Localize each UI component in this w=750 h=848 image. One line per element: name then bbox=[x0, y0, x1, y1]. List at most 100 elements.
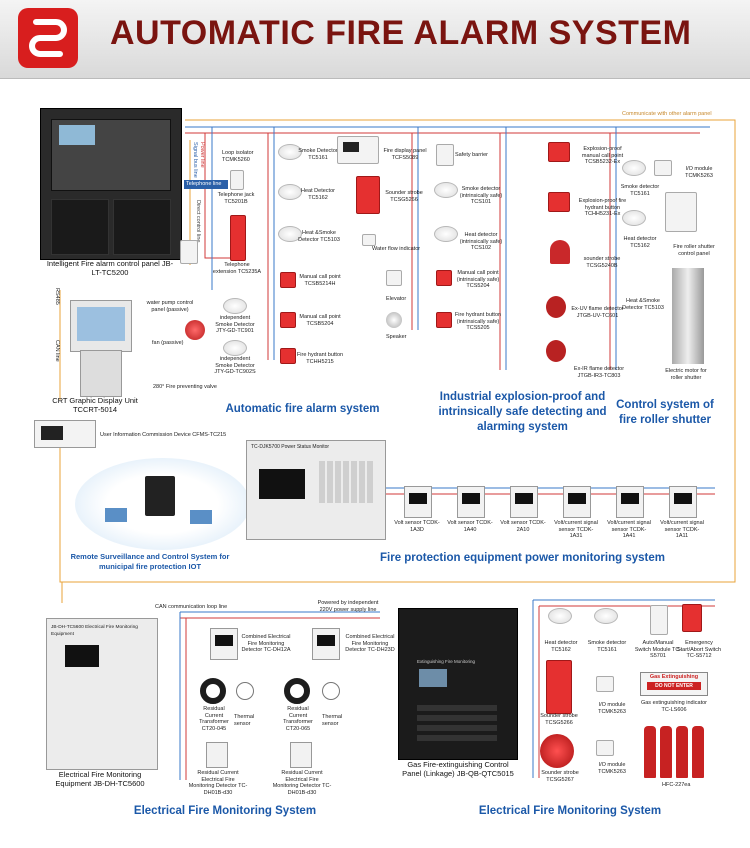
heat-detector-icon bbox=[278, 184, 302, 200]
fan-icon bbox=[185, 320, 205, 340]
auto-manual-label: Auto/Manual Switch Module TC-S5701 bbox=[634, 640, 682, 659]
hydrant1-label: Fire hydrant button TCHH5215 bbox=[296, 352, 344, 365]
power-monitor-screen-label: TC-DJK5700 Power Status Monitor bbox=[251, 444, 330, 450]
volt-sensor-6 bbox=[669, 486, 697, 518]
electrical-screen-label: JB-DH-TC5600 Electrical Fire Monitoring … bbox=[51, 625, 138, 637]
combined1-label: Combined Electrical Fire Monitoring Dete… bbox=[241, 634, 291, 653]
fan-label: fan (passive) bbox=[152, 340, 184, 346]
gas-indicator-sub: DO NOT ENTER bbox=[647, 682, 701, 690]
io2-label: I/O module TCMK5263 bbox=[598, 702, 626, 715]
water-flow-label: Water flow indicator bbox=[372, 246, 421, 252]
info-caption: User Information Commission Device CFMS-… bbox=[100, 432, 227, 438]
mcp-is-label: Manual call point (intrinsically safe) T… bbox=[456, 270, 500, 289]
powered-by-label: Powered by independent 220V power supply… bbox=[317, 600, 379, 613]
auto-manual-switch bbox=[650, 605, 668, 635]
page-title: AUTOMATIC FIRE ALARM SYSTEM bbox=[110, 14, 692, 52]
thermal-sensor-icon bbox=[322, 682, 340, 700]
volt-sensor-5 bbox=[616, 486, 644, 518]
gas-indicator-sign: Gas Extinguishing DO NOT ENTER bbox=[640, 672, 708, 696]
power-section-title: Fire protection equipment power monitori… bbox=[380, 552, 665, 564]
io3-label: I/O module TCMK5263 bbox=[598, 762, 626, 775]
rct2-label: Residual Current Transformer CT20-065 bbox=[283, 706, 313, 732]
telephone-ext-label: Telephone extension TC5235A bbox=[212, 262, 262, 275]
manual-call-point-icon bbox=[280, 312, 296, 328]
ir-flame-label: Ex-IR flame detector JTGB-IR3-TC803 bbox=[573, 366, 625, 379]
water-flow-icon bbox=[362, 234, 376, 246]
heat-is-label: Heat detector (intrinsically safe) TCS10… bbox=[459, 232, 503, 251]
volt-sensor-label: Volt/current signal sensor TCDK-1A31 bbox=[554, 520, 598, 539]
brand-logo-icon bbox=[18, 8, 78, 68]
volt-sensor-3 bbox=[510, 486, 538, 518]
smoke3-label: Smoke detector TC5161 bbox=[587, 640, 627, 653]
fire-display-panel bbox=[337, 136, 379, 164]
roller-section-title: Control system of fire roller shutter bbox=[616, 399, 714, 426]
rs485-label: RS485 bbox=[54, 288, 60, 305]
io-module bbox=[654, 160, 672, 176]
smoke-is-label: Smoke detector (intrinsically safe) TCS1… bbox=[459, 186, 503, 205]
safety-barrier-label: Safety barrier bbox=[455, 152, 489, 158]
valve-label: 280° Fire preventing valve bbox=[153, 384, 217, 390]
volt-sensor-label: Volt sensor TCDK-2A10 bbox=[500, 520, 546, 533]
heat2-label: Heat detector TC5162 bbox=[623, 236, 657, 249]
industrial-section-title: Industrial explosion-proof and intrinsic… bbox=[438, 391, 607, 433]
hydrant-button-icon bbox=[280, 348, 296, 364]
smoke2-label: Smoke detector TC5161 bbox=[620, 184, 660, 197]
crt-display bbox=[70, 300, 132, 352]
telephone-line-label: Telephone line bbox=[184, 180, 228, 189]
sounder-strobe-icon bbox=[356, 176, 380, 214]
info-device bbox=[34, 420, 96, 448]
signal-line-label: Signal bus line bbox=[192, 142, 198, 178]
ex-hydrant-label: Explosion-proof fire hydrant button TCHH… bbox=[578, 198, 627, 217]
server-icon bbox=[145, 476, 175, 516]
elec2-section-title: Electrical Fire Monitoring System bbox=[478, 805, 662, 817]
hydrant-button-icon bbox=[436, 312, 452, 328]
smoke-detector-icon bbox=[278, 144, 302, 160]
io1-label: I/O module TCMK5263 bbox=[685, 166, 713, 179]
remote-section-title: Remote Surveillance and Control System f… bbox=[70, 552, 230, 571]
ind-smoke2-label: independent Smoke Detector JTY-GD-TC902S bbox=[214, 356, 256, 375]
loop-isolator-label: Loop isolator TCMK5260 bbox=[222, 150, 254, 163]
thermal-sensor-icon bbox=[236, 682, 254, 700]
gas-indicator-text: Gas Extinguishing bbox=[649, 674, 699, 680]
rcd-detector-2 bbox=[290, 742, 312, 768]
rct1-label: Residual Current Transformer CT20-045 bbox=[199, 706, 229, 732]
uv-flame-detector-icon bbox=[546, 296, 566, 318]
laptop-icon bbox=[190, 510, 212, 524]
pump-panel-label: water pump control panel (passive) bbox=[146, 300, 194, 313]
elec1-section-title: Electrical Fire Monitoring System bbox=[133, 805, 317, 817]
laptop-icon bbox=[105, 508, 127, 522]
sounder-strobe-icon bbox=[546, 660, 572, 714]
hfc-label: HFC-227ea bbox=[662, 782, 691, 788]
shutter-panel-label: Fire roller shutter control panel bbox=[673, 244, 715, 257]
ex-hydrant-button-icon bbox=[548, 192, 570, 212]
direct-line-label: Direct control line bbox=[195, 200, 201, 243]
smoke-detector-icon bbox=[622, 160, 646, 176]
main-panel-caption: Intelligent Fire alarm control panel JB-… bbox=[46, 259, 174, 277]
telephone-jack-label: Telephone jack TC5201B bbox=[217, 192, 255, 205]
thermal1-label: Thermal sensor bbox=[234, 714, 255, 727]
gas-screen-label: Extinguishing Fire Monitoring bbox=[417, 659, 476, 664]
keypad bbox=[319, 461, 375, 503]
communicate-link-label: Communicate with other alarm panel bbox=[622, 111, 712, 117]
rcd1-label: Residual Current Electrical Fire Monitor… bbox=[188, 770, 248, 796]
speaker-icon bbox=[386, 312, 402, 328]
sounder1-label: Sounder strobe TCSG5266 bbox=[385, 190, 423, 203]
pump-control-panel bbox=[180, 240, 198, 264]
smoke-detector-icon bbox=[594, 608, 618, 624]
elevator-module bbox=[386, 270, 402, 286]
telephone-ext-device bbox=[230, 215, 246, 261]
safety-barrier bbox=[436, 144, 454, 166]
shutter-control-panel bbox=[665, 192, 697, 232]
manual-call-point-icon bbox=[436, 270, 452, 286]
ex-mcp-label: Explosion-proof manual call point TCSB52… bbox=[581, 146, 624, 165]
motor-label: Electric motor for roller shutter bbox=[665, 368, 707, 381]
residual-transformer-icon bbox=[200, 678, 226, 704]
can-line-label: CAN line bbox=[54, 340, 60, 362]
combined-detector-2 bbox=[312, 628, 340, 660]
ind-smoke1-label: independent Smoke Detector JTY-GD-TC901 bbox=[215, 315, 255, 334]
gas-caption: Gas Fire-extinguishing Control Panel (Li… bbox=[402, 760, 514, 778]
independent-smoke-icon bbox=[223, 340, 247, 356]
uv-flame-label: Ex-UV flame detector JTGB-UV-TC601 bbox=[571, 306, 624, 319]
volt-sensor-4 bbox=[563, 486, 591, 518]
sounder-bell-icon bbox=[540, 734, 574, 768]
